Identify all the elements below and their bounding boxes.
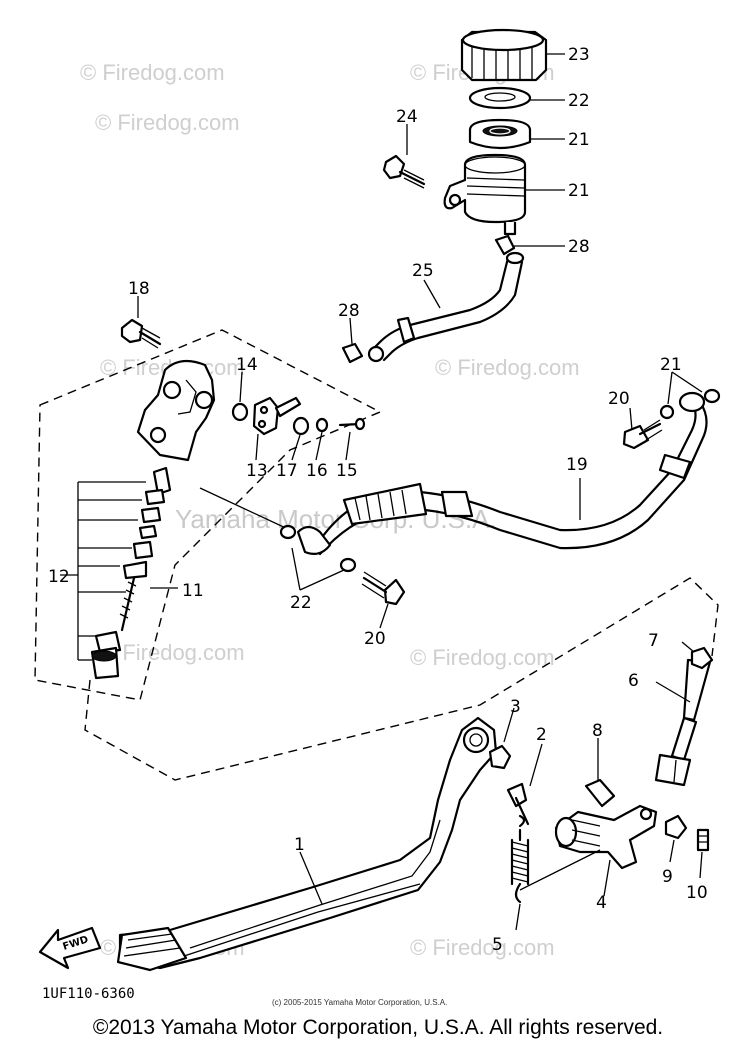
callout-21-left: 22 xyxy=(290,593,312,613)
watermark-text: © Firedog.com xyxy=(95,110,240,135)
callout-24: 22 xyxy=(568,91,590,111)
diagram-code: 1UF110-6360 xyxy=(42,986,135,1002)
fwd-arrow: FWD xyxy=(38,926,102,970)
callout-10: 10 xyxy=(686,883,708,903)
callout-5: 5 xyxy=(492,935,503,955)
pedal-assembly xyxy=(84,577,719,972)
small-copyright: (c) 2005-2015 Yamaha Motor Corporation, … xyxy=(272,998,447,1007)
watermark-text: © Firedog.com xyxy=(80,60,225,85)
watermark-text: © Firedog.com xyxy=(100,640,245,665)
callout-8: 8 xyxy=(592,721,603,741)
callout-28-left: 28 xyxy=(338,301,360,321)
watermark-overlay: Yamaha Motor Corp. U.S.A. xyxy=(175,504,497,534)
callout-7: 7 xyxy=(648,631,659,651)
callout-15: 15 xyxy=(336,461,358,481)
callout-11: 11 xyxy=(182,581,204,601)
callout-26: 24 xyxy=(396,107,418,127)
callout-13: 13 xyxy=(246,461,268,481)
callout-20-left: 20 xyxy=(364,629,386,649)
callout-9: 9 xyxy=(662,867,673,887)
callout-19: 19 xyxy=(566,455,588,475)
callout-1: 1 xyxy=(294,835,305,855)
callout-23: 21 xyxy=(568,130,590,150)
watermark-text: © Firedog.com xyxy=(410,935,555,960)
callout-25: 23 xyxy=(568,45,590,65)
union-bolts xyxy=(291,371,703,606)
reservoir-hose xyxy=(341,234,525,364)
callout-3: 3 xyxy=(510,697,521,717)
watermark-text: © Firedog.com xyxy=(435,355,580,380)
callout-17: 17 xyxy=(276,461,298,481)
callout-2: 2 xyxy=(536,725,547,745)
callout-14: 14 xyxy=(236,355,258,375)
bolts xyxy=(120,124,426,349)
brake-hose xyxy=(279,388,721,573)
callout-20-right: 20 xyxy=(608,389,630,409)
watermark-text: © Firedog.com xyxy=(410,645,555,670)
callout-6: 6 xyxy=(628,671,639,691)
callout-16: 16 xyxy=(306,461,328,481)
callout-22: 21 xyxy=(568,181,590,201)
callout-28-top: 28 xyxy=(568,237,590,257)
callout-12: 12 xyxy=(48,567,70,587)
reservoir-assembly xyxy=(443,28,548,236)
callout-27: 25 xyxy=(412,261,434,281)
callout-4: 4 xyxy=(596,893,607,913)
callout-labels: 23 22 21 21 28 24 25 28 18 14 13 17 16 1… xyxy=(48,45,708,955)
master-cylinder-group xyxy=(34,329,382,701)
callout-21-right: 21 xyxy=(660,355,682,375)
copyright-footer: ©2013 Yamaha Motor Corporation, U.S.A. A… xyxy=(92,1016,664,1039)
callout-18: 18 xyxy=(128,279,150,299)
